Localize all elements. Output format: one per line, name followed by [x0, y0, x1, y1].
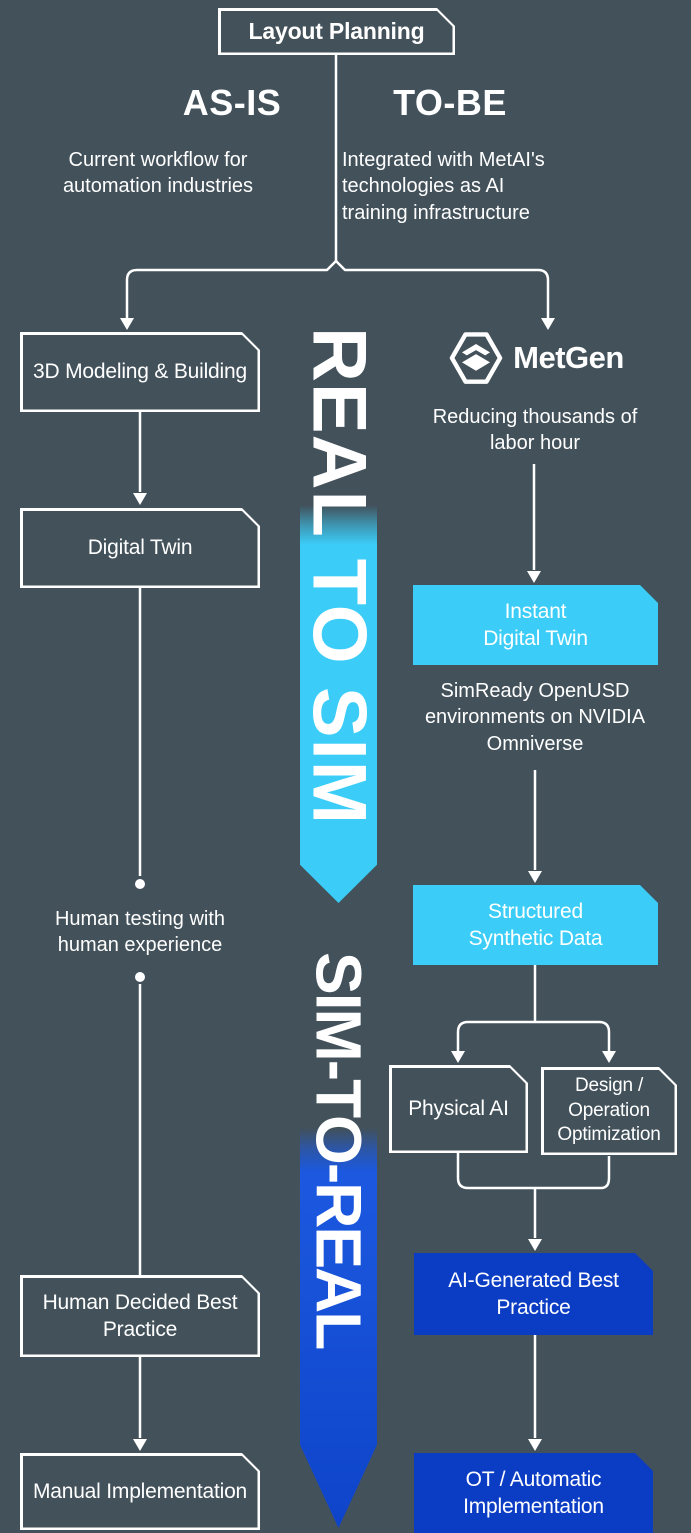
- node-digital-twin-label: Digital Twin: [87, 536, 193, 560]
- arrowhead-icon: [527, 571, 541, 583]
- arrowhead-icon: [451, 1051, 465, 1063]
- connector-merge: [456, 1153, 611, 1190]
- node-frame: [20, 508, 260, 588]
- connector-split: [456, 1020, 611, 1051]
- layout-planning-label: Layout Planning: [248, 17, 425, 44]
- node-structured-synthetic-data-label: Structured Synthetic Data: [468, 899, 603, 950]
- as-is-description: Current workflow for automation industri…: [62, 149, 254, 198]
- node-3d-modeling: 3D Modeling & Building: [20, 332, 260, 412]
- node-ai-generated-best-practice: AI-Generated Best Practice: [414, 1253, 653, 1335]
- node-design-optimization-label: Design / Operation Optimization: [557, 1074, 661, 1146]
- metgen-logo: MetGen: [420, 326, 652, 390]
- arrowhead-icon: [528, 1239, 542, 1251]
- to-be-heading: TO-BE: [393, 82, 507, 123]
- real-to-sim-text: REAL TO SIM: [296, 327, 382, 826]
- arrowhead-icon: [133, 1439, 147, 1451]
- node-instant-digital-twin: Instant Digital Twin: [413, 585, 658, 665]
- node-digital-twin: Digital Twin: [20, 508, 260, 588]
- metgen-logo-icon: [449, 332, 503, 384]
- node-physical-ai: Physical AI: [389, 1065, 528, 1153]
- node-3d-modeling-label: 3D Modeling & Building: [33, 360, 247, 384]
- layout-planning-node: Layout Planning: [218, 8, 455, 55]
- connector-branch-top: [125, 259, 550, 318]
- node-structured-synthetic-data: Structured Synthetic Data: [413, 885, 658, 965]
- node-frame: [541, 1067, 677, 1155]
- sim-to-real-ribbon: [300, 1128, 377, 1528]
- node-ai-generated-best-practice-label: AI-Generated Best Practice: [448, 1268, 619, 1319]
- human-testing-note: Human testing with human experience: [54, 908, 226, 957]
- real-to-sim-label: REAL TO SIM: [296, 327, 382, 887]
- node-human-best-practice-label: Human Decided Best Practice: [42, 1290, 238, 1341]
- node-frame: [20, 1453, 260, 1530]
- metgen-wordmark: MetGen: [513, 340, 624, 375]
- arrowhead-icon: [120, 318, 134, 330]
- endpoint-dot-icon: [135, 879, 145, 889]
- node-frame: [20, 1275, 260, 1357]
- node-manual-implementation-label: Manual Implementation: [32, 1479, 248, 1503]
- node-frame: [389, 1065, 528, 1153]
- node-human-best-practice: Human Decided Best Practice: [20, 1275, 260, 1357]
- node-frame: [218, 8, 455, 55]
- simready-note: SimReady OpenUSD environments on NVIDIA …: [424, 680, 646, 755]
- arrowhead-icon: [133, 493, 147, 505]
- arrowhead-icon: [528, 1439, 542, 1451]
- as-is-heading: AS-IS: [182, 82, 282, 123]
- arrowhead-icon: [602, 1051, 616, 1063]
- endpoint-dot-icon: [135, 972, 145, 982]
- to-be-description: Integrated with MetAI's technologies as …: [342, 149, 545, 224]
- node-ot-automatic-implementation: OT / Automatic Implementation: [414, 1453, 653, 1533]
- node-design-optimization: Design / Operation Optimization: [541, 1067, 677, 1155]
- arrowhead-icon: [528, 871, 542, 883]
- sim-to-real-label: SIM-TO-REAL: [296, 952, 381, 1372]
- sim-to-real-text: SIM-TO-REAL: [302, 952, 375, 1349]
- reducing-labor-caption: Reducing thousands of labor hour: [432, 406, 638, 455]
- arrowhead-icon: [541, 318, 555, 330]
- real-to-sim-ribbon: [300, 505, 377, 903]
- node-manual-implementation: Manual Implementation: [20, 1453, 260, 1530]
- node-instant-digital-twin-label: Instant Digital Twin: [483, 599, 588, 650]
- node-ot-automatic-implementation-label: OT / Automatic Implementation: [463, 1467, 604, 1518]
- node-frame: [20, 332, 260, 412]
- node-physical-ai-label: Physical AI: [408, 1097, 509, 1121]
